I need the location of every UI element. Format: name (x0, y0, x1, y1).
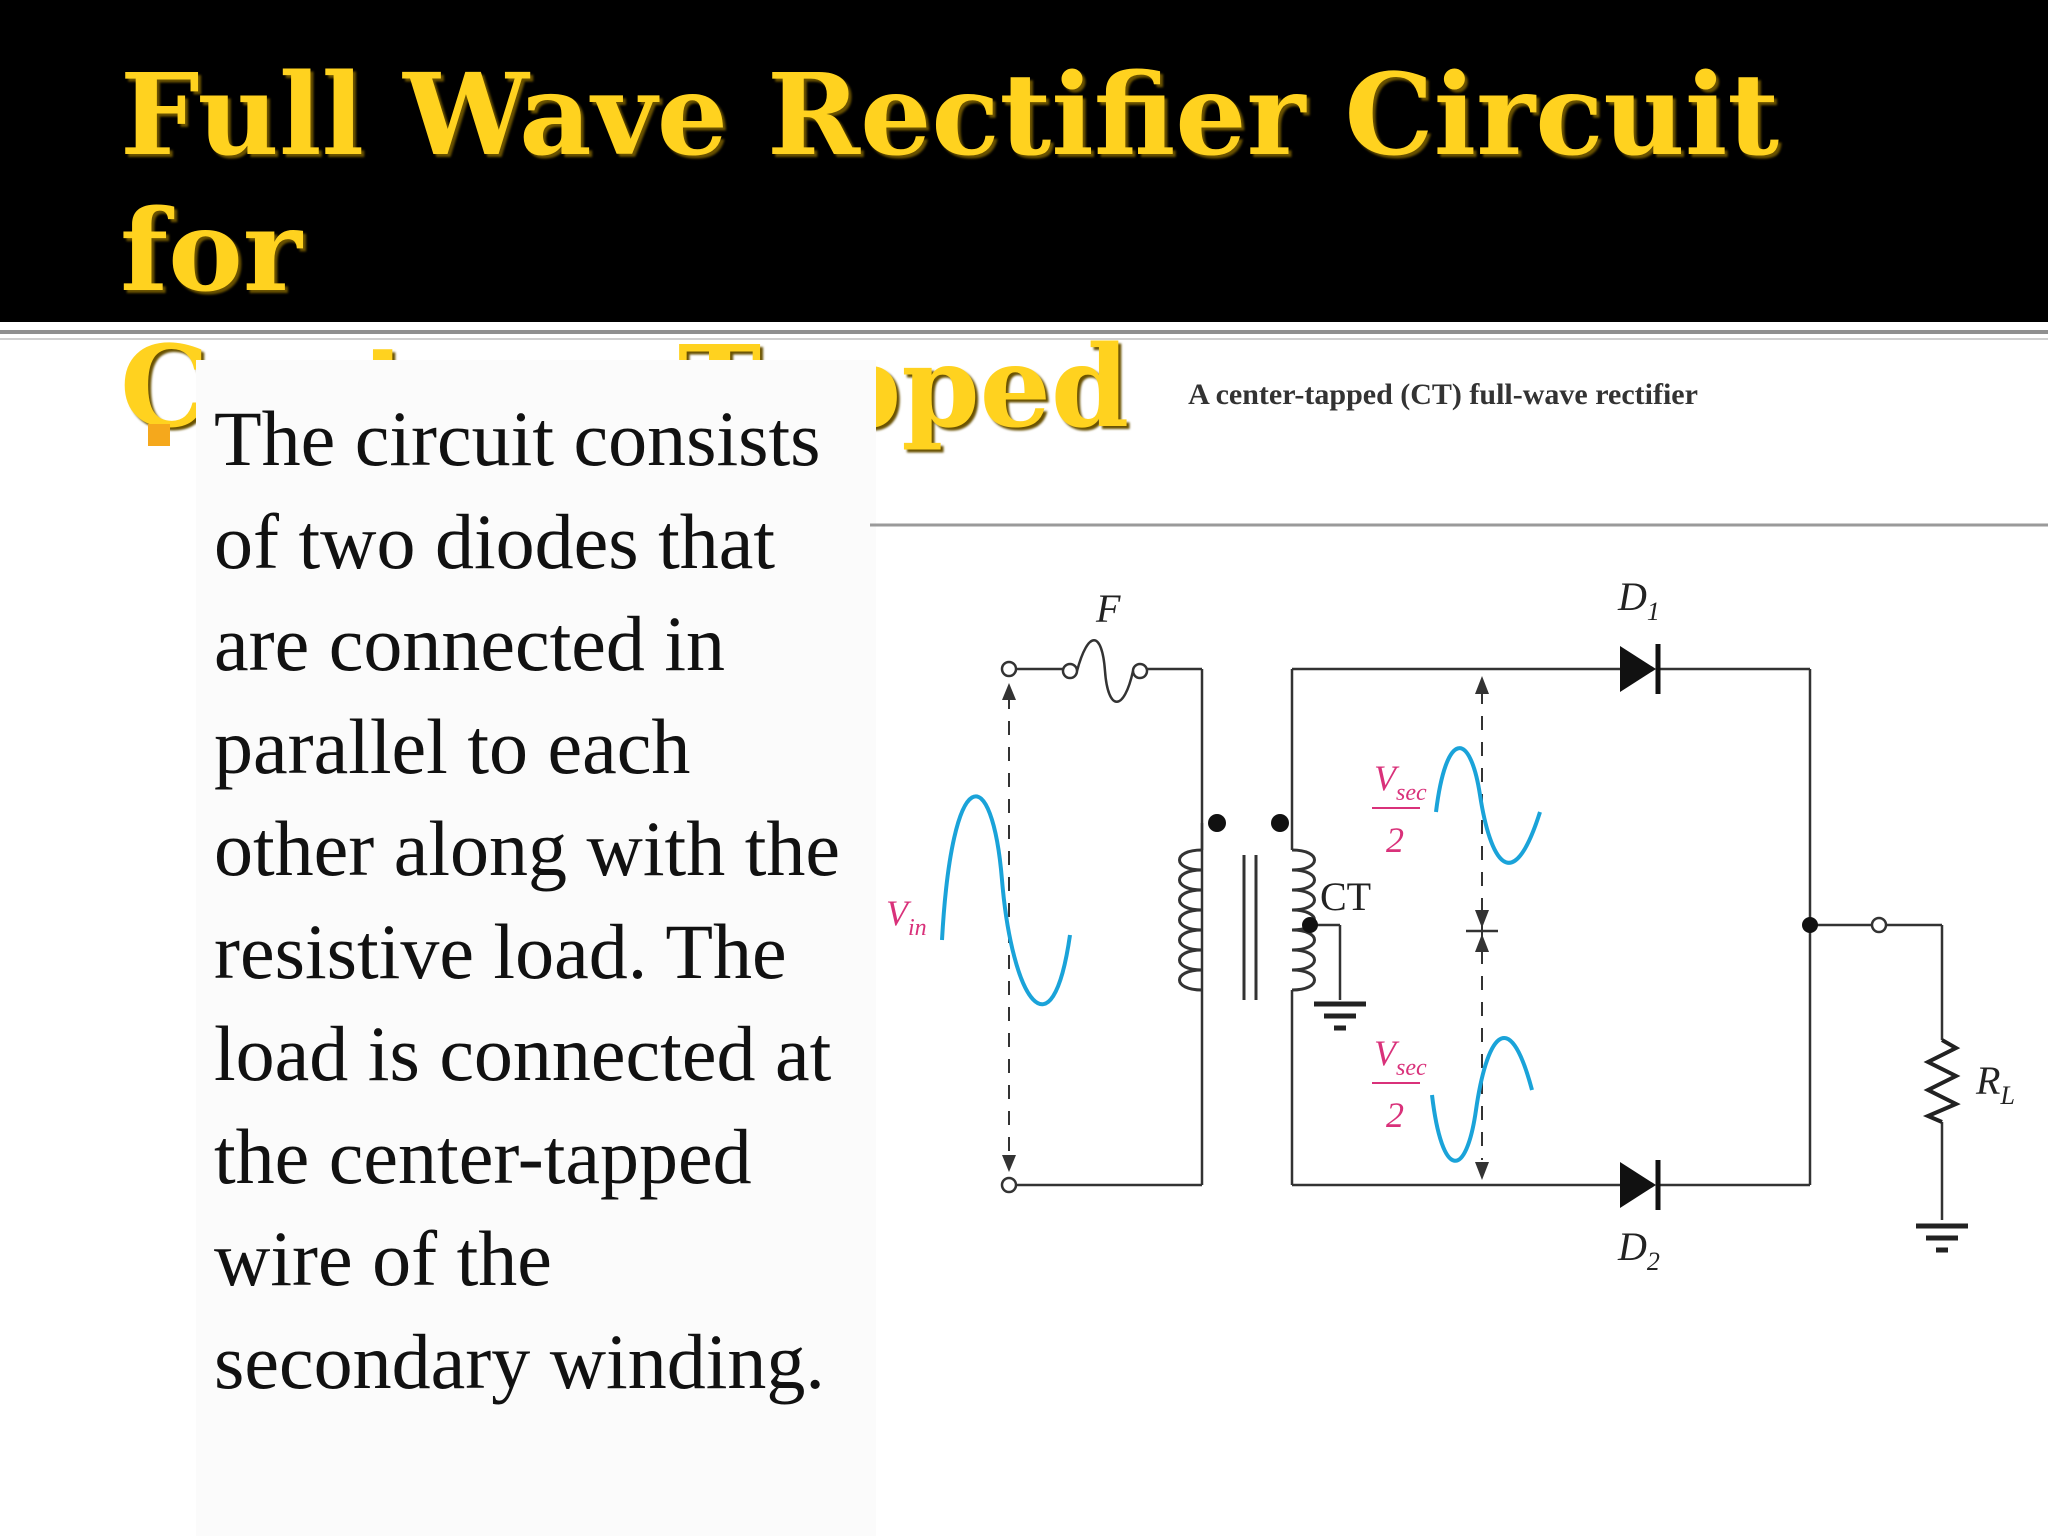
d1-label: D1 (1617, 574, 1660, 626)
title-divider-thin (0, 338, 2048, 340)
vin-arrow (1002, 683, 1016, 1172)
svg-text:Vsec: Vsec (1374, 758, 1427, 806)
rectifier-circuit-diagram: A center-tapped (CT) full-wave rectifier… (870, 378, 2048, 1276)
ground-icon (1916, 1223, 1968, 1253)
polarity-dot-secondary (1271, 814, 1289, 832)
input-wiring (1016, 667, 1204, 1187)
d2-label: D2 (1617, 1224, 1660, 1276)
svg-text:2: 2 (1386, 820, 1404, 860)
vsec-label-top: Vsec 2 (1372, 758, 1427, 860)
ground-icon (1314, 1001, 1366, 1031)
title-line-1: Full Wave Rectifier Circuit for (120, 50, 1780, 317)
fuse-label: F (1095, 586, 1121, 631)
rl-label: RL (1975, 1058, 2015, 1110)
svg-text:Vsec: Vsec (1374, 1033, 1427, 1081)
bullet-line: The circuit consists (214, 395, 821, 482)
fuse-icon (1061, 639, 1149, 703)
bullet-line: of two diodes that (214, 497, 776, 585)
diode-icon (1620, 644, 1661, 694)
bullet-paragraph: The circuit consists of two diodes that … (214, 388, 874, 1413)
polarity-dot-primary (1208, 814, 1226, 832)
bullet-line: are connected in (214, 600, 726, 687)
secondary-sine-wave-bottom (1430, 1036, 1534, 1163)
bullet-line: secondary winding. (214, 1317, 825, 1405)
input-terminal-bottom (1000, 1176, 1018, 1194)
vsec-label-bottom: Vsec 2 (1372, 1033, 1427, 1135)
vin-label: Vin (886, 893, 927, 941)
bullet-line: wire of the (214, 1215, 552, 1302)
ct-label: CT (1320, 874, 1371, 919)
title-divider (0, 330, 2048, 334)
diagram-caption: A center-tapped (CT) full-wave rectifier (1188, 378, 1698, 411)
slide-title: Full Wave Rectifier Circuit for Center –… (120, 48, 1920, 456)
vsec-arrows (1466, 676, 1498, 1180)
bullet-line: parallel to each (214, 702, 691, 790)
diode-icon (1620, 1160, 1661, 1210)
secondary-sine-wave-top (1434, 746, 1542, 865)
bullet-line: other along with the (214, 805, 841, 892)
title-bar: Full Wave Rectifier Circuit for Center –… (0, 0, 2048, 453)
transformer-icon (1178, 848, 1316, 1000)
bullet-line: resistive load. The (214, 907, 787, 995)
output-terminal (1870, 916, 1888, 934)
input-terminal-top (1000, 660, 1018, 678)
square-bullet-icon (148, 424, 170, 446)
resistor-icon (1922, 1038, 1961, 1124)
bullet-line: the center-tapped (214, 1112, 752, 1200)
secondary-wiring (1290, 667, 1944, 1220)
svg-text:2: 2 (1386, 1095, 1404, 1135)
body-panel (196, 360, 876, 1536)
input-sine-wave (940, 794, 1072, 1007)
center-tap-node (1302, 917, 1318, 933)
output-node (1802, 917, 1818, 933)
bullet-line: load is connected at (214, 1010, 832, 1097)
